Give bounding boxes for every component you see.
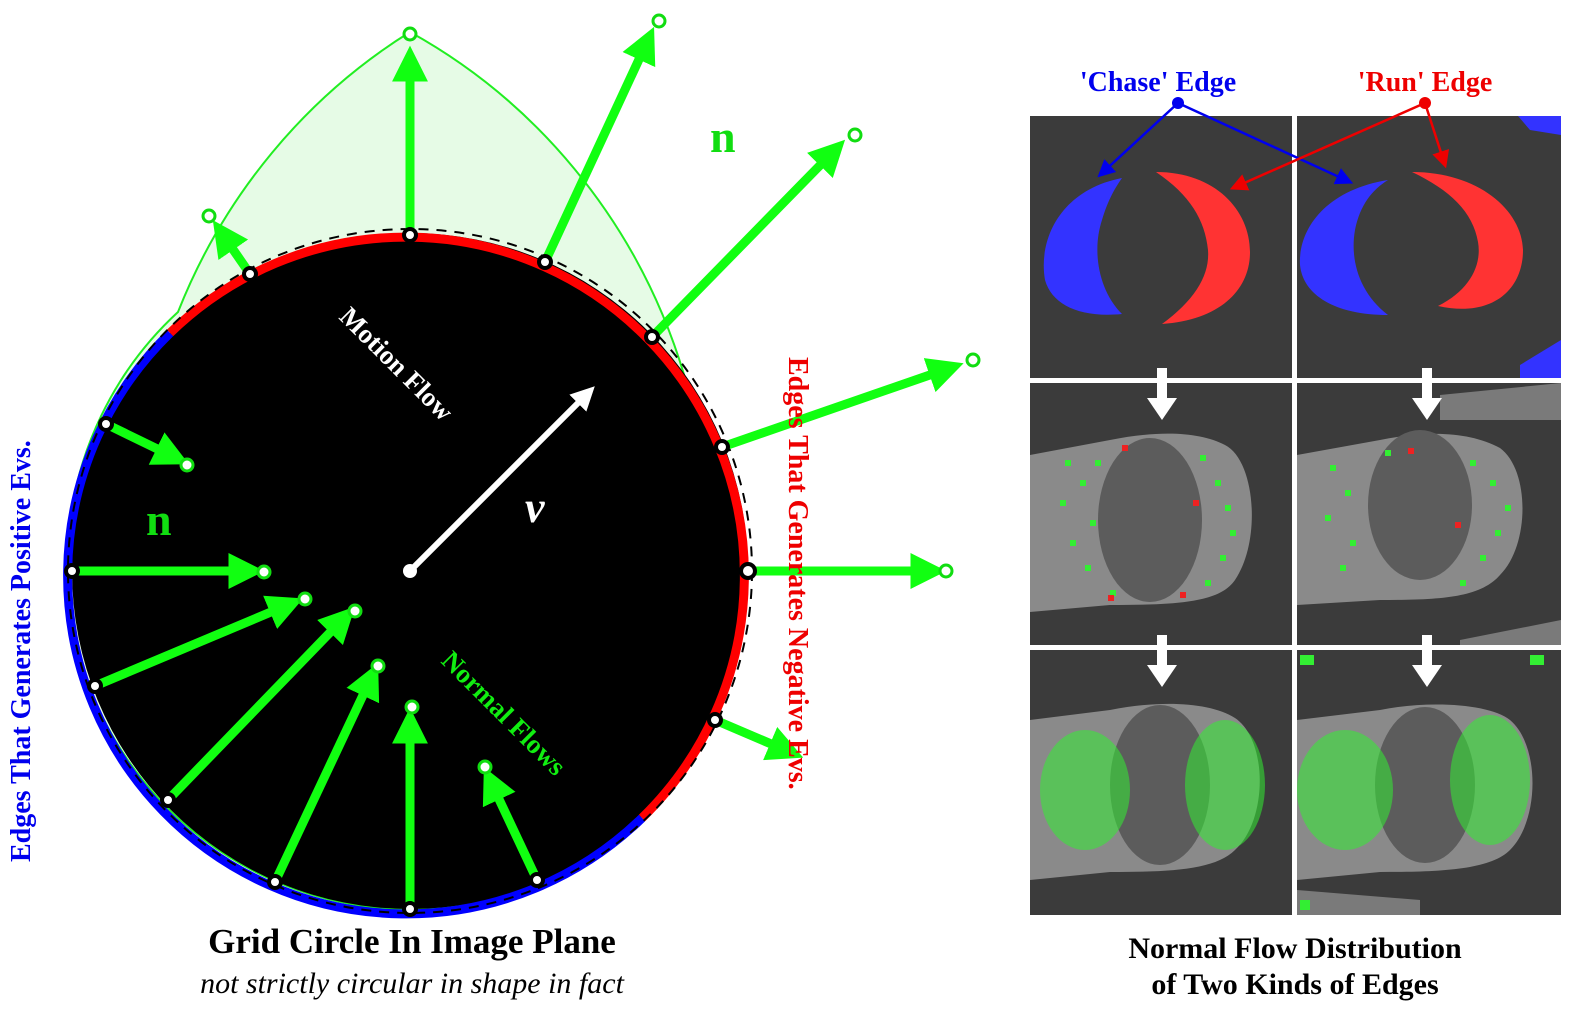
positive-edges-label: Edges That Generates Positive Evs. [6, 440, 37, 862]
chase-pointers [1097, 97, 1354, 185]
down-arrow-icon [1147, 368, 1177, 420]
edge-sample-points [64, 227, 757, 917]
down-arrow-icon [1147, 635, 1177, 687]
run-pointers [1229, 97, 1450, 191]
negative-edges-label: Edges That Generates Negative Evs. [782, 357, 813, 790]
normal-flow-arrow-icon [164, 606, 356, 804]
inner-normal-flows [72, 419, 542, 909]
normal-flow-arrow-icon [93, 595, 304, 691]
positive-edge-arc [63, 329, 646, 919]
down-arrow-icon [1412, 635, 1442, 687]
outer-normal-flows [212, 26, 964, 761]
n-label-inner: n [146, 494, 172, 545]
velocity-label: v [525, 483, 545, 532]
normal-flow-arrow-icon [713, 715, 804, 761]
normal-flow-arrow-icon [540, 26, 656, 264]
caption-subtitle: not strictly circular in shape in fact [200, 967, 625, 1000]
crescent-shapes [1043, 116, 1561, 378]
flow-dots-row2-red [1108, 445, 1461, 601]
flow-dots-row2 [1060, 450, 1511, 596]
motion-arrow-icon [407, 386, 595, 574]
down-arrow-icon [1412, 368, 1442, 420]
right-caption-line1: Normal Flow Distribution [1128, 932, 1462, 965]
normal-flow-arrow-icon [482, 766, 542, 882]
right-caption-line2: of Two Kinds of Edges [1151, 968, 1438, 1001]
n-label-outer: n [710, 111, 736, 162]
normal-flow-arrow-icon [720, 358, 964, 452]
normal-flow-arrow-icon [104, 419, 189, 465]
run-edge-label: 'Run' Edge [1358, 67, 1493, 98]
chase-edge-label: 'Chase' Edge [1080, 67, 1236, 98]
normal-flow-arrow-icon [212, 220, 254, 277]
flow-dots-row3 [1040, 655, 1544, 910]
normal-flow-arrow-icon [648, 139, 846, 341]
down-arrows [1147, 368, 1442, 687]
motion-vector [403, 386, 595, 578]
caption-title: Grid Circle In Image Plane [208, 922, 616, 961]
normal-flow-arrow-icon [270, 662, 380, 884]
